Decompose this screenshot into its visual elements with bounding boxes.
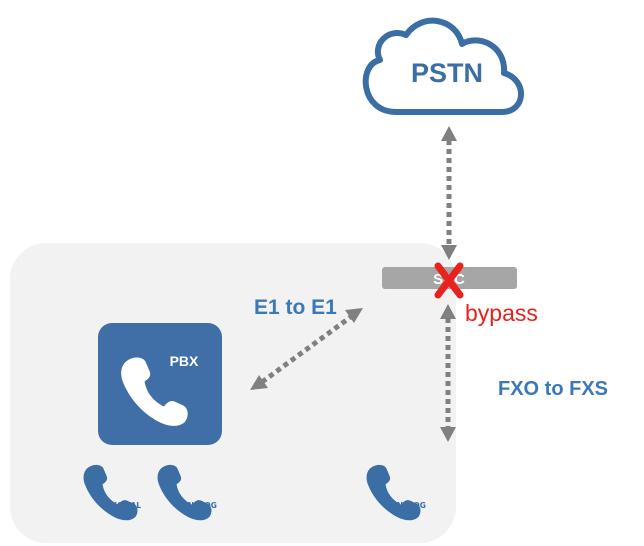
local-site-panel — [10, 243, 456, 543]
pstn-sbc-arrow — [441, 126, 457, 260]
pbx-sbc-arrow — [250, 308, 363, 390]
cloud-icon — [362, 17, 524, 115]
pbx-label: PBX — [170, 353, 199, 369]
digital-phone: DIGITAL — [83, 464, 141, 521]
phone-label-analog-fxs: ANALOG — [391, 501, 426, 510]
pstn-cloud: PSTN — [362, 17, 524, 115]
e1-label: E1 to E1 — [254, 296, 337, 319]
pbx-box — [98, 323, 222, 445]
analog-phone-fxs: ANALOG — [366, 464, 426, 521]
sbc-bypass-x-icon — [434, 262, 464, 299]
phone-label-digital: DIGITAL — [108, 501, 141, 510]
sbc-analog-arrow — [440, 304, 456, 442]
fxo-fxs-label: FXO to FXS — [498, 378, 608, 400]
pstn-label: PSTN — [411, 58, 483, 88]
phone-label-analog: ANALOG — [182, 501, 217, 510]
pbx: PBX — [98, 323, 222, 445]
sbc: SBC — [382, 262, 517, 299]
analog-phone-local: ANALOG — [157, 464, 217, 521]
bypass-label: bypass — [465, 300, 538, 326]
